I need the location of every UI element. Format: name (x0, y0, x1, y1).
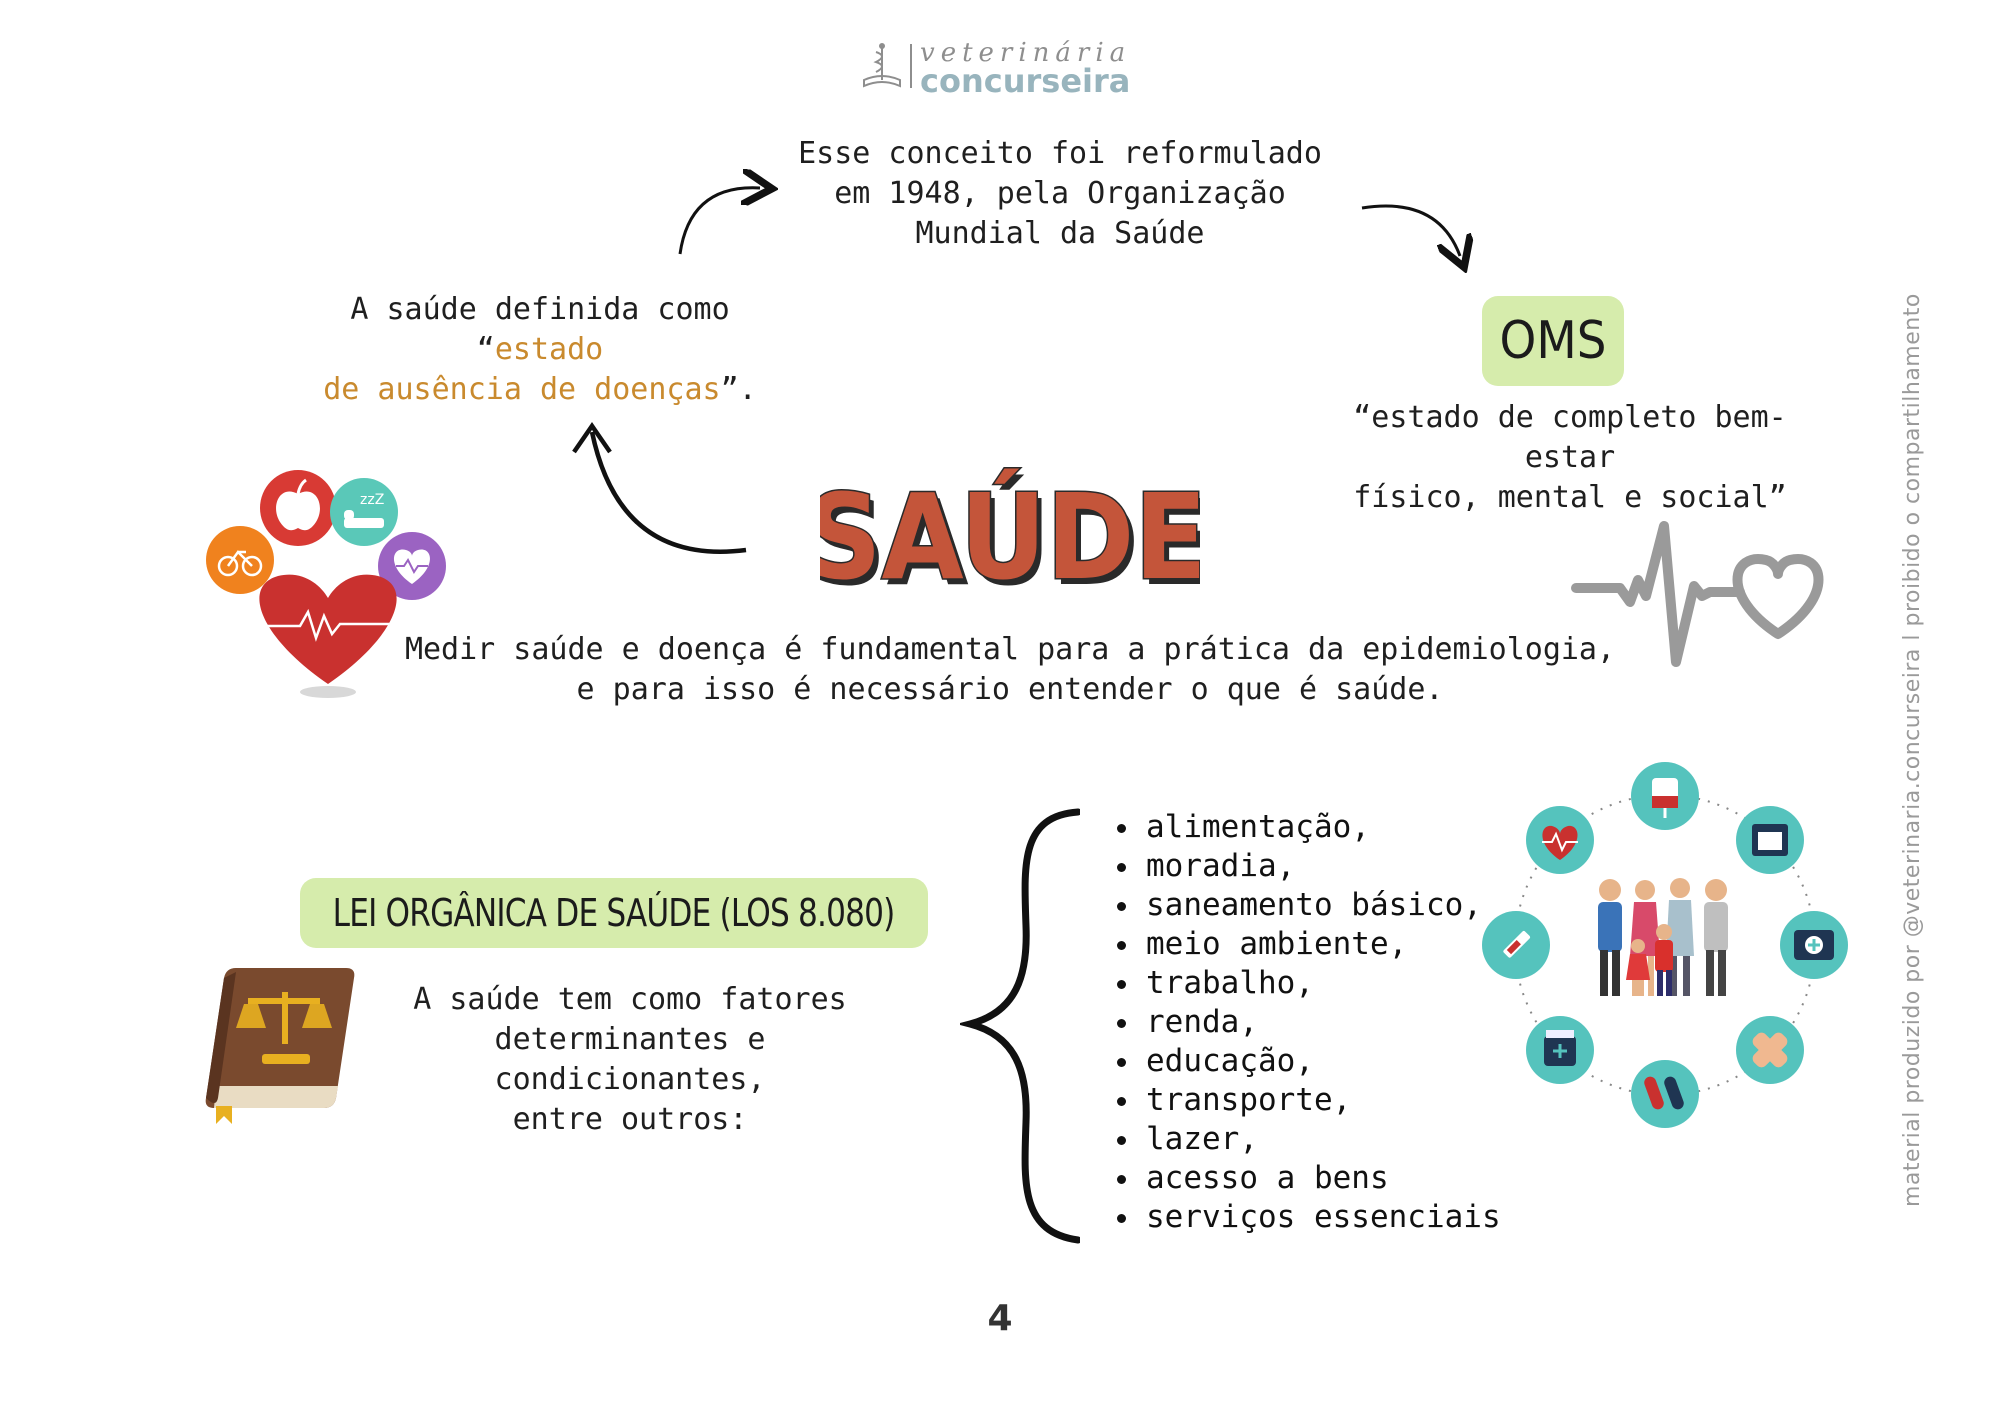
brand-logo: veterinária concurseira (860, 36, 1160, 100)
reformulation-line-3: Mundial da Saúde (915, 216, 1205, 251)
apple-icon (260, 470, 336, 546)
old-definition: A saúde definida como “estado de ausênci… (290, 290, 790, 410)
family-icon (1598, 878, 1728, 996)
law-book-scales-icon (205, 968, 355, 1124)
reformulation-line-1: Esse conceito foi reformulado (798, 136, 1322, 171)
oms-badge: OMS (1482, 296, 1624, 386)
los-line-3: entre outros: (512, 1102, 748, 1137)
list-item: meio ambiente, (1142, 925, 1501, 964)
list-item: renda, (1142, 1003, 1501, 1042)
title-saude: SAÚDE SAÚDE (820, 467, 1200, 611)
health-icons-cluster: zzZ (206, 470, 446, 698)
svg-text:zzZ: zzZ (360, 492, 384, 508)
list-item: lazer, (1142, 1120, 1501, 1159)
curly-brace (960, 808, 1080, 1244)
oms-line-1: “estado de completo bem-estar (1353, 400, 1787, 475)
arrow-back-up (589, 431, 747, 554)
title-text: SAÚDE (820, 468, 1200, 606)
heart-monitor-icon (378, 532, 446, 600)
oms-badge-label: OMS (1499, 311, 1607, 371)
heart-rate-icon (1526, 806, 1594, 874)
heartbeat-line-icon (1571, 521, 1824, 667)
los-line-2: determinantes e condicionantes, (494, 1022, 766, 1097)
medicine-jar-icon (1526, 1016, 1594, 1084)
los-line-1: A saúde tem como fatores (413, 982, 847, 1017)
determinants-list: alimentação, moradia, saneamento básico,… (1110, 808, 1501, 1237)
list-item: acesso a bens (1142, 1159, 1501, 1198)
list-item: transporte, (1142, 1081, 1501, 1120)
page-number: 4 (987, 1298, 1013, 1339)
bicycle-icon (206, 526, 274, 594)
reformulation-line-2: em 1948, pela Organização (834, 176, 1286, 211)
syringe-icon (1482, 911, 1550, 979)
list-item: educação, (1142, 1042, 1501, 1081)
los-badge: LEI ORGÂNICA DE SAÚDE (LOS 8.080) (300, 878, 928, 948)
arrow-down-right (1361, 204, 1460, 256)
arrow-up-right (678, 188, 760, 255)
los-badge-label: LEI ORGÂNICA DE SAÚDE (LOS 8.080) (333, 891, 896, 935)
oms-line-2: físico, mental e social” (1353, 480, 1787, 515)
pills-icon (1631, 1060, 1699, 1128)
bandage-icon (1736, 1016, 1804, 1084)
first-aid-kit-icon (1780, 911, 1848, 979)
caduceus-book-icon (863, 43, 901, 88)
measure-line-2: e para isso é necessário entender o que … (576, 672, 1444, 707)
oms-definition: “estado de completo bem-estar físico, me… (1320, 398, 1820, 518)
list-item: saneamento básico, (1142, 886, 1501, 925)
logo-brand: concurseira (920, 62, 1131, 100)
list-item: trabalho, (1142, 964, 1501, 1003)
old-def-suffix: ”. (720, 372, 757, 407)
measure-statement: Medir saúde e doença é fundamental para … (400, 630, 1620, 710)
old-def-highlight-2: de ausência de doenças (323, 372, 721, 407)
old-def-highlight-1: estado (494, 332, 604, 367)
title-shadow: SAÚDE (820, 474, 1200, 610)
logo-script: veterinária (920, 38, 1132, 68)
sleep-icon: zzZ (330, 478, 398, 546)
family-health-circle (1482, 762, 1848, 1128)
list-item: serviços essenciais (1142, 1198, 1501, 1237)
heart-icon (259, 574, 397, 698)
measure-line-1: Medir saúde e doença é fundamental para … (404, 632, 1616, 667)
los-description: A saúde tem como fatores determinantes e… (370, 980, 890, 1140)
blood-bag-icon (1631, 762, 1699, 830)
medicine-box-icon (1736, 806, 1804, 874)
list-item: alimentação, (1142, 808, 1501, 847)
reformulation-note: Esse conceito foi reformulado em 1948, p… (780, 134, 1340, 254)
list-item: moradia, (1142, 847, 1501, 886)
watermark: material produzido por @veterinaria.conc… (1900, 293, 1925, 1207)
old-def-prefix: A saúde definida como “ (350, 292, 730, 367)
